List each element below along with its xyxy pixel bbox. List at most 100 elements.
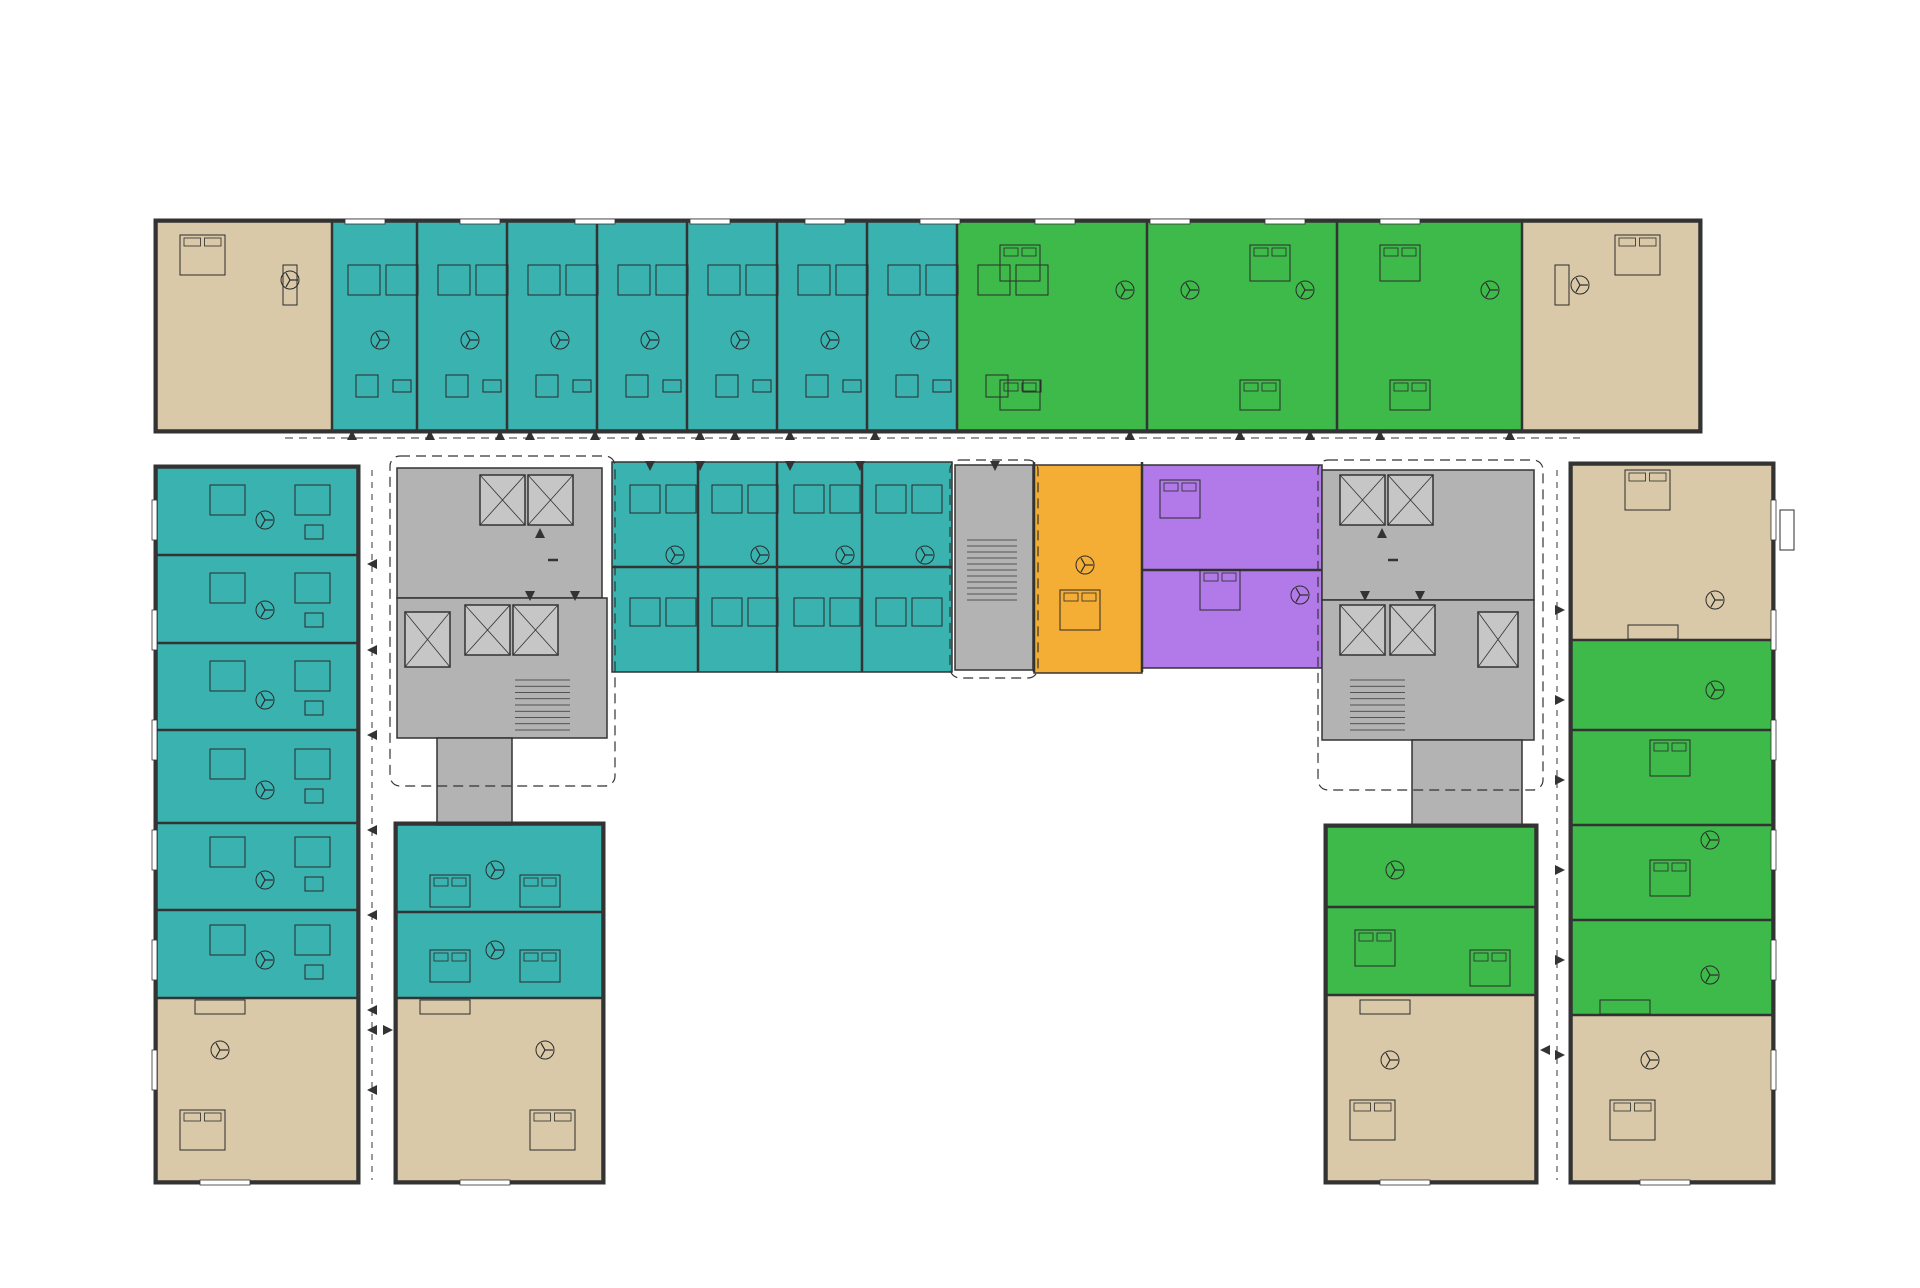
fan-blade	[1300, 289, 1306, 298]
lift-cross	[1387, 474, 1434, 526]
sofa	[1359, 999, 1411, 1015]
sink	[392, 379, 412, 393]
two-bedroom-unit	[1571, 639, 1773, 826]
door-marker	[1125, 430, 1135, 440]
bed	[527, 264, 561, 296]
window	[1770, 829, 1777, 871]
fan-ring	[255, 510, 275, 530]
fan-ring	[370, 330, 390, 350]
window	[1770, 719, 1777, 761]
bed	[887, 264, 921, 296]
window	[1770, 1049, 1777, 1091]
bed	[385, 264, 419, 296]
window	[1770, 939, 1777, 981]
fan-blade	[260, 692, 266, 701]
corner-unit-right-top	[1571, 464, 1773, 641]
fan-ring	[910, 330, 930, 350]
fan-blade	[260, 699, 266, 708]
fan-blade	[1710, 592, 1716, 601]
ceiling-fan-icon	[255, 780, 275, 800]
studio-unit	[156, 642, 358, 824]
fan-blade	[260, 959, 266, 968]
fan-ring	[1295, 280, 1315, 300]
ceiling-fan-icon	[1705, 680, 1725, 700]
fan-blade	[1705, 832, 1711, 841]
bed	[429, 874, 471, 908]
sink	[842, 379, 862, 393]
fan-blade	[1080, 557, 1086, 566]
pillow	[183, 237, 201, 247]
door-marker	[990, 461, 1000, 471]
ceiling-fan-icon	[255, 870, 275, 890]
door-marker	[1360, 591, 1370, 601]
corner-unit-top-left	[156, 221, 333, 431]
pillow	[1181, 482, 1197, 492]
ceiling-fan-icon	[550, 330, 570, 350]
ceiling-fan-icon	[1075, 555, 1095, 575]
fan-blade	[490, 942, 496, 951]
fan-ring	[640, 330, 660, 350]
studio-unit	[416, 221, 508, 431]
fan-blade	[465, 339, 471, 348]
window	[151, 609, 158, 651]
ceiling-fan-icon	[535, 1040, 555, 1060]
door-marker	[367, 1005, 377, 1015]
ceiling-fan-icon	[640, 330, 660, 350]
sofa	[194, 999, 246, 1015]
bed	[911, 597, 943, 627]
fan-ring	[750, 545, 770, 565]
pillow	[533, 1112, 551, 1122]
bed	[875, 484, 907, 514]
fan-ring	[255, 780, 275, 800]
core-outline	[949, 459, 1039, 679]
ceiling-fan-icon	[485, 860, 505, 880]
bed	[1015, 264, 1049, 296]
core-outline	[389, 455, 616, 787]
fan-blade	[260, 512, 266, 521]
fan-ring	[1705, 590, 1725, 610]
pillow	[1203, 572, 1219, 582]
bed	[711, 597, 743, 627]
fan-ring	[1380, 1050, 1400, 1070]
pillow	[1411, 382, 1427, 392]
lift-cross	[527, 474, 574, 526]
window	[919, 218, 961, 225]
toilet	[625, 374, 649, 398]
bed	[1649, 859, 1691, 897]
ceiling-fan-icon	[255, 600, 275, 620]
two-bedroom-unit	[1146, 221, 1338, 431]
toilet	[535, 374, 559, 398]
fan-blade	[375, 332, 381, 341]
door-marker	[1555, 955, 1565, 965]
ceiling-fan-icon	[1705, 590, 1725, 610]
corner-unit-left-inner-bottom	[396, 997, 603, 1182]
door-marker	[535, 528, 545, 538]
toilet	[304, 876, 324, 892]
bed	[747, 484, 779, 514]
pillow	[1003, 382, 1019, 392]
window	[151, 719, 158, 761]
sink	[482, 379, 502, 393]
fan-blade	[840, 554, 846, 563]
bed	[475, 264, 509, 296]
fan-ring	[1290, 585, 1310, 605]
fan-blade	[1705, 974, 1711, 983]
bed	[793, 484, 825, 514]
bed	[1614, 234, 1661, 276]
service-core	[1411, 739, 1523, 826]
fan-ring	[730, 330, 750, 350]
sofa	[282, 264, 298, 306]
bed	[1469, 949, 1511, 987]
fan-blade	[1705, 967, 1711, 976]
fan-blade	[1295, 587, 1301, 596]
bed	[999, 244, 1041, 282]
window	[151, 939, 158, 981]
lift-cross	[512, 604, 559, 656]
bed	[1199, 569, 1241, 611]
pillow	[554, 1112, 572, 1122]
fan-ring	[255, 600, 275, 620]
lift-cross	[1477, 611, 1519, 668]
ceiling-fan-icon	[1115, 280, 1135, 300]
sofa	[419, 999, 471, 1015]
fan-ring	[485, 860, 505, 880]
